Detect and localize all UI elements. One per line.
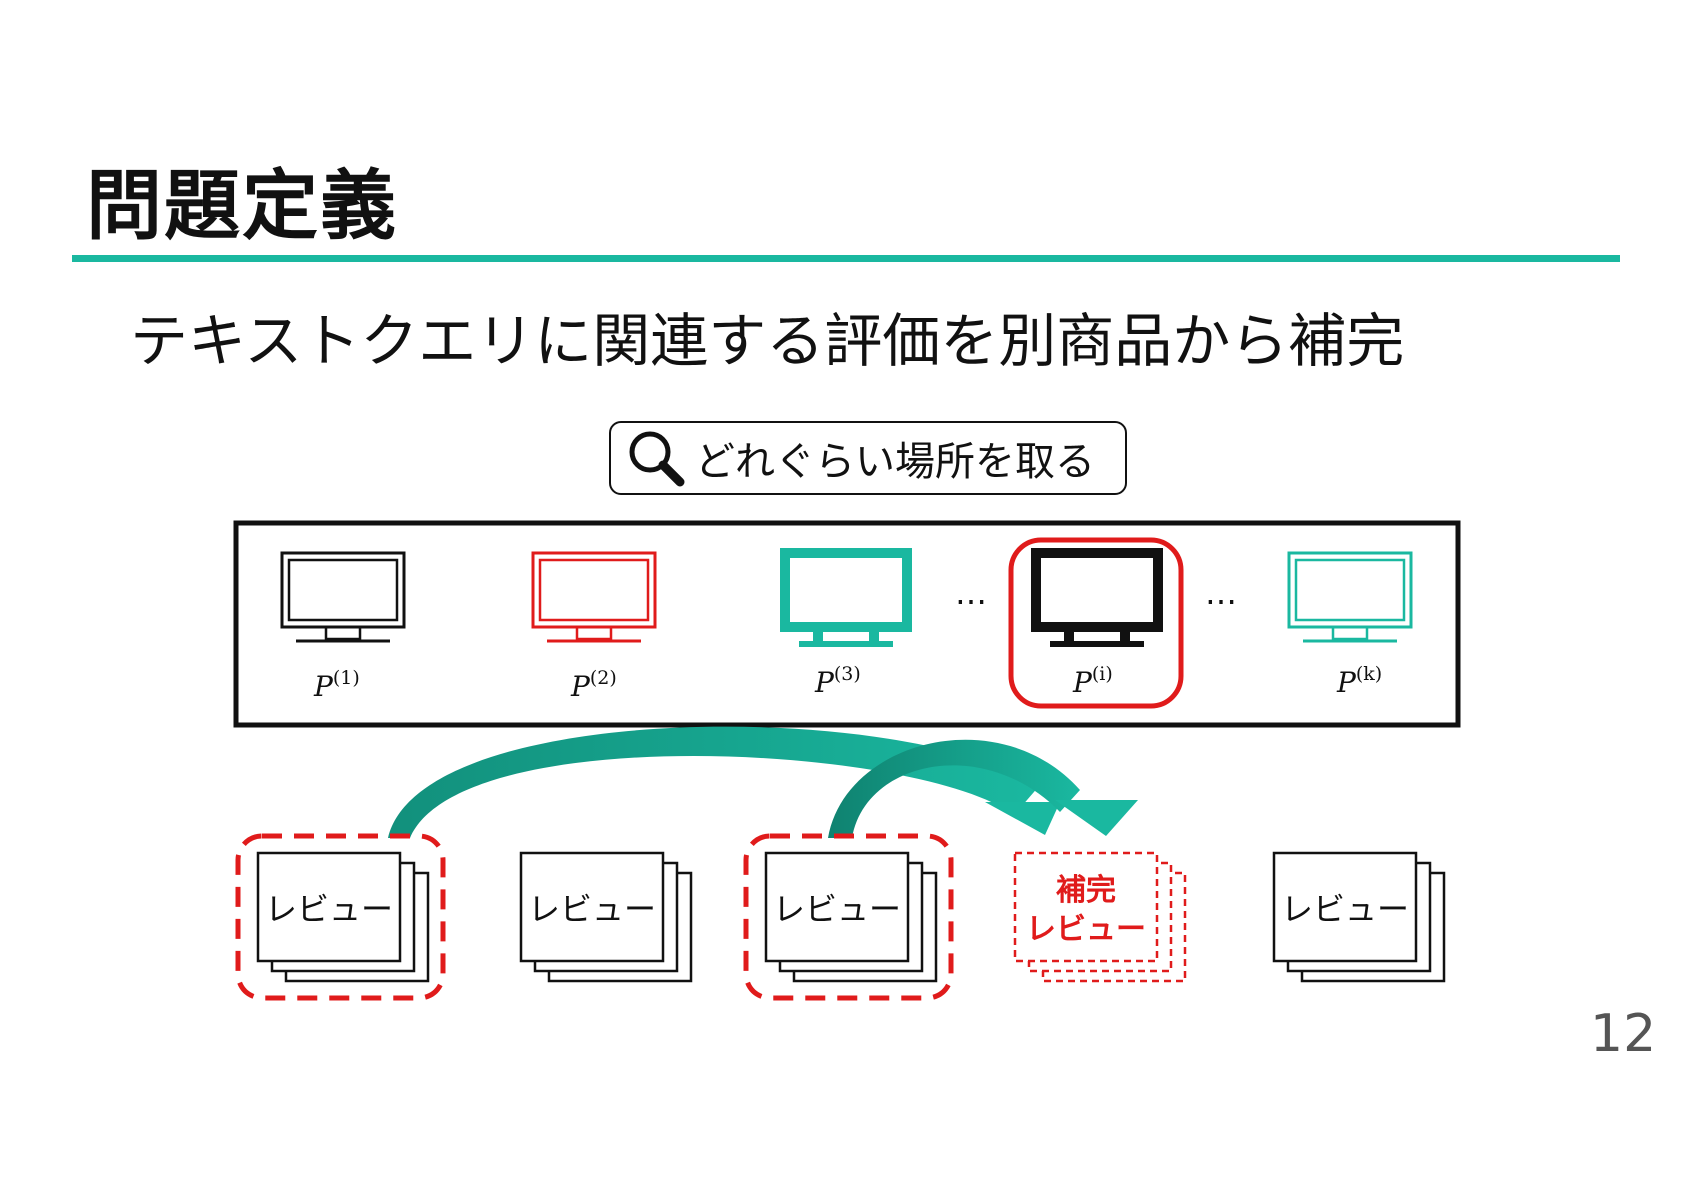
review-label: レビュー	[773, 890, 901, 928]
monitor-icon-p1	[280, 551, 406, 643]
product-container	[233, 520, 1461, 728]
monitor-icon-pi	[1031, 548, 1163, 647]
title-rule	[72, 255, 1620, 262]
completed-review-label-line1: 補完	[1055, 873, 1116, 908]
transfer-arrow-2	[828, 739, 1138, 838]
review-label: レビュー	[265, 890, 393, 928]
selected-review-frame	[743, 833, 954, 1001]
review-card-front	[256, 851, 402, 963]
slide-title: 問題定義	[86, 161, 398, 250]
review-card-front	[519, 851, 665, 963]
ellipsis-right: …	[1205, 574, 1237, 612]
monitor-icon-pk	[1287, 551, 1413, 643]
review-stack: レビュー	[743, 833, 954, 1001]
product-label-pi: P(i)	[1072, 663, 1113, 699]
search-icon	[629, 431, 685, 487]
review-label: レビュー	[528, 890, 656, 928]
review-card-front	[1013, 851, 1159, 963]
product-label-pk: P(k)	[1336, 663, 1382, 699]
selected-product-frame	[1008, 537, 1184, 709]
transfer-arrow-1	[388, 726, 1060, 838]
review-stack: レビュー	[519, 851, 693, 983]
search-query-box: どれぐらい場所を取る	[609, 421, 1127, 495]
review-label: レビュー	[1281, 890, 1409, 928]
product-label-p1: P(1)	[313, 667, 360, 703]
product-label-p2: P(2)	[570, 667, 617, 703]
review-card-front	[1272, 851, 1418, 963]
search-query-text: どれぐらい場所を取る	[695, 439, 1095, 485]
slide-subtitle: テキストクエリに関連する評価を別商品から補完	[130, 307, 1405, 375]
selected-review-frame	[235, 833, 446, 1001]
page-number: 12	[1590, 1004, 1657, 1064]
ellipsis-left: …	[955, 574, 987, 612]
review-stack: レビュー	[1272, 851, 1446, 983]
completed-review-label-line2: レビュー	[1026, 912, 1146, 947]
monitor-icon-p2	[531, 551, 657, 643]
review-stack: レビュー	[235, 833, 446, 1001]
monitor-icon-p3	[780, 548, 912, 647]
review-card-front	[764, 851, 910, 963]
product-label-p3: P(3)	[814, 663, 861, 699]
